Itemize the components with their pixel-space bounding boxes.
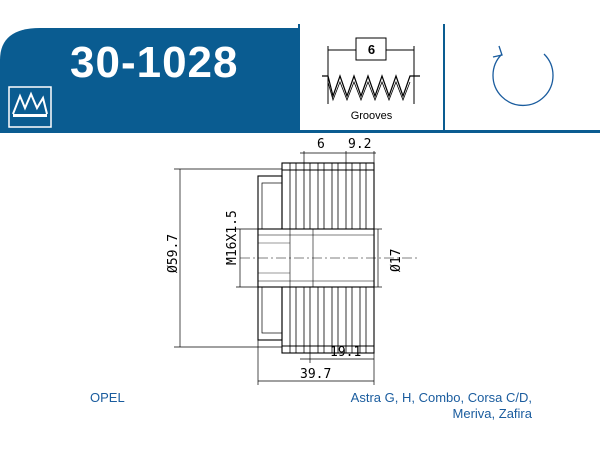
vehicle-models: Astra G, H, Combo, Corsa C/D, Meriva, Za… bbox=[272, 390, 532, 422]
dim-pulley-length: 19.1 bbox=[330, 345, 361, 360]
part-number: 30-1028 bbox=[70, 38, 239, 87]
rotation-arrow-icon bbox=[492, 45, 554, 107]
grooves-panel: 6 Grooves bbox=[300, 24, 443, 129]
dim-total-length: 39.7 bbox=[300, 367, 331, 382]
dim-groove-width: 6 bbox=[317, 137, 325, 152]
pulley-section-drawing: 6 9.2 Ø59.7 M16X1.5 Ø17 19.1 39.7 bbox=[166, 137, 420, 385]
dim-offset: 9.2 bbox=[348, 137, 371, 152]
rotation-panel bbox=[444, 24, 600, 129]
grooves-label: Grooves bbox=[350, 110, 393, 122]
vehicle-models-line-2: Meriva, Zafira bbox=[452, 406, 532, 421]
technical-drawing: 6 9.2 Ø59.7 M16X1.5 Ø17 19.1 39.7 bbox=[0, 133, 600, 393]
header-background bbox=[0, 24, 600, 133]
logo-icon bbox=[8, 86, 52, 128]
vehicle-brand: OPEL bbox=[90, 390, 125, 405]
vehicle-models-line-1: Astra G, H, Combo, Corsa C/D, bbox=[350, 390, 532, 405]
dim-thread: M16X1.5 bbox=[225, 210, 240, 265]
dim-outer-diameter: Ø59.7 bbox=[166, 234, 181, 273]
grooves-profile-icon bbox=[322, 37, 420, 104]
ijs-logo bbox=[8, 86, 52, 128]
dim-inner-diameter: Ø17 bbox=[389, 249, 404, 272]
grooves-count: 6 bbox=[367, 42, 376, 57]
header-banner: 30-1028 6 Grooves bbox=[0, 0, 600, 133]
